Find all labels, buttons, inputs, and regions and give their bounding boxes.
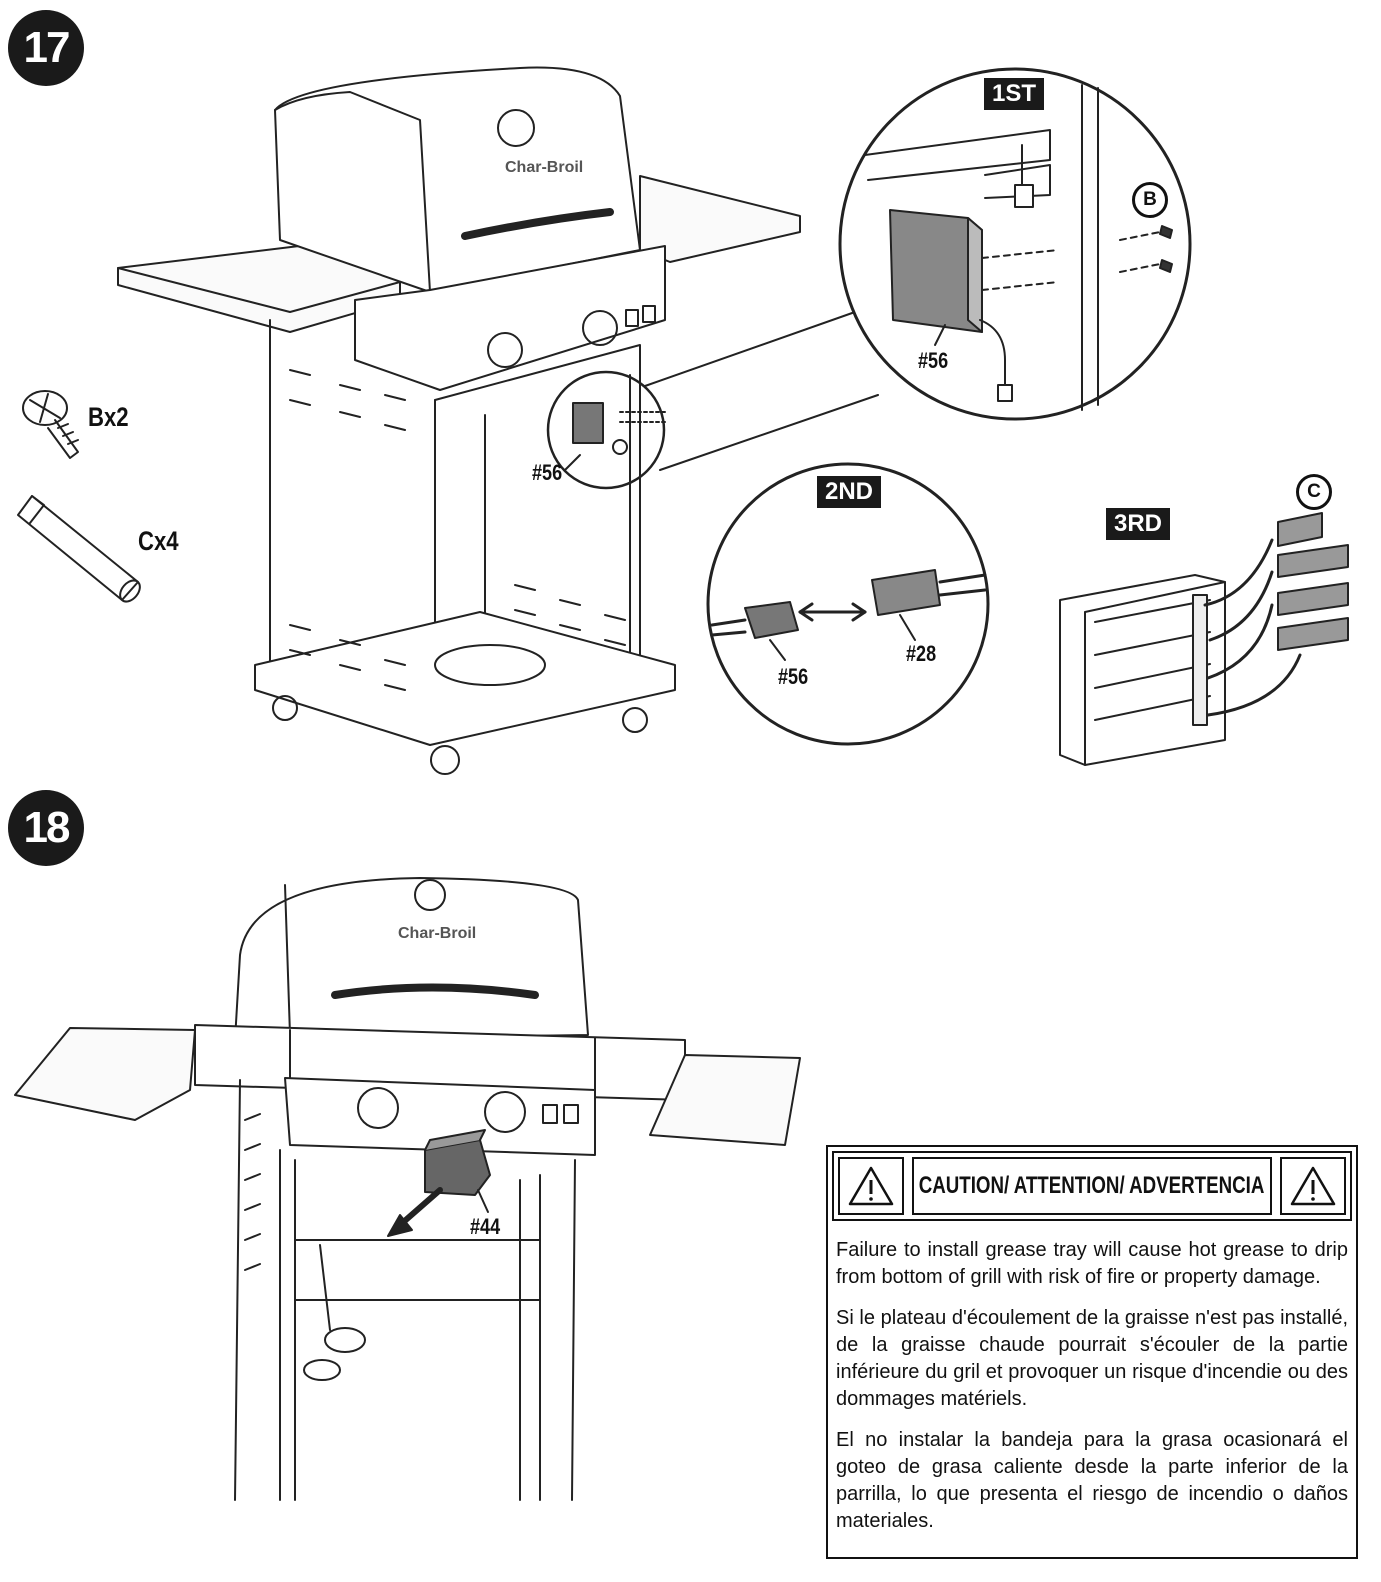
- detail-1st-part-56-label: #56: [918, 348, 949, 373]
- step-3rd-tag: 3RD: [1106, 508, 1171, 540]
- hardware-c-letter: C: [1296, 474, 1332, 510]
- detail-1st-circle: [838, 67, 1192, 421]
- warning-triangle-icon: [1290, 1166, 1336, 1206]
- detail-2nd-circle: [706, 462, 990, 746]
- step-1st-tag: 1ST: [984, 78, 1045, 110]
- screw-quantity-label: Bx2: [88, 402, 129, 432]
- warning-triangle-icon: [848, 1166, 894, 1206]
- detail-3rd-battery-tray: [1059, 512, 1349, 766]
- hardware-b-letter: B: [1132, 182, 1168, 218]
- caution-text-english: Failure to install grease tray will caus…: [836, 1239, 1348, 1288]
- warning-triangle-left: [838, 1157, 904, 1215]
- caution-header: CAUTION/ ATTENTION/ ADVERTENCIA: [832, 1151, 1352, 1221]
- part-44-callout: #44: [470, 1214, 501, 1239]
- detail-2nd-part-28-label: #28: [906, 641, 937, 666]
- step-17-badge: 17: [8, 10, 84, 86]
- svg-text:Char-Broil: Char-Broil: [505, 159, 583, 176]
- caution-text-spanish: El no instalar la bandeja para la grasa …: [836, 1429, 1348, 1532]
- caution-text-french: Si le plateau d'écoulement de la graisse…: [836, 1307, 1348, 1410]
- grill-step18: Char-Broil: [14, 877, 801, 1501]
- step-2nd-tag: 2ND: [817, 476, 882, 508]
- caution-title: CAUTION/ ATTENTION/ ADVERTENCIA: [912, 1157, 1272, 1215]
- screw-b-icon: [22, 390, 79, 459]
- caution-box: CAUTION/ ATTENTION/ ADVERTENCIA Failure …: [826, 1145, 1358, 1559]
- warning-triangle-right: [1280, 1157, 1346, 1215]
- caution-text: Failure to install grease tray will caus…: [836, 1237, 1348, 1549]
- battery-quantity-label: Cx4: [138, 526, 179, 556]
- battery-c-icon: [17, 495, 141, 603]
- step-18-badge: 18: [8, 790, 84, 866]
- svg-text:Char-Broil: Char-Broil: [398, 925, 476, 942]
- detail-2nd-part-56-label: #56: [778, 664, 809, 689]
- part-56-callout: #56: [532, 460, 563, 485]
- grill-step17: Char-Broil: [117, 66, 879, 775]
